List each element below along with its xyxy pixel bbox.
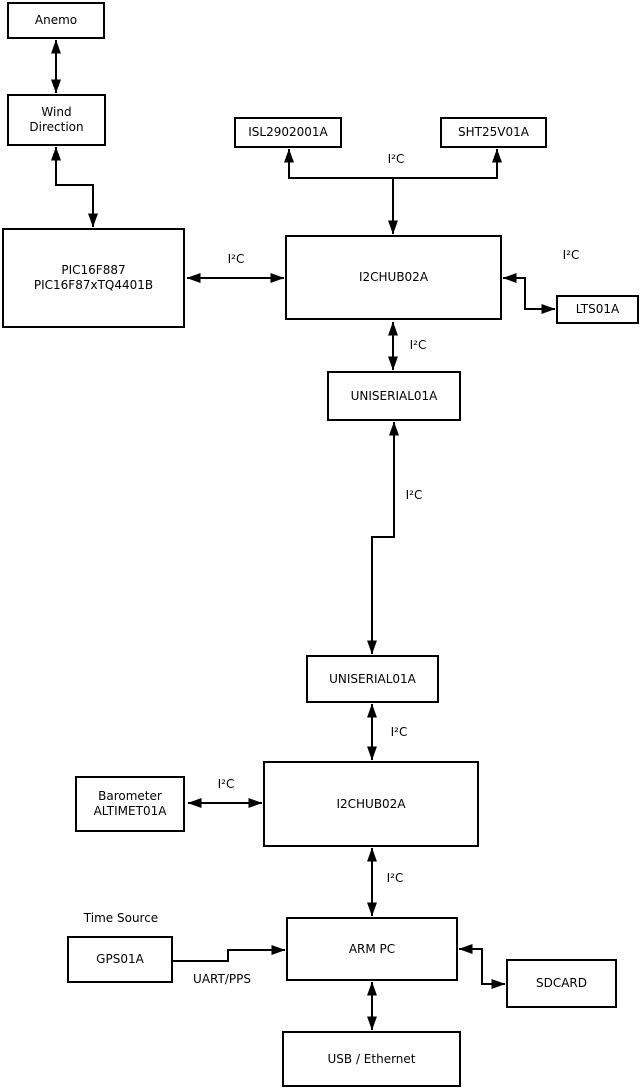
node-sht25v01a-label: SHT25V01A — [458, 125, 529, 139]
label-i2c-hub2-armpc: I²C — [386, 871, 404, 885]
node-sdcard: SDCARD — [506, 959, 617, 1008]
node-barometer-altimet01a: Barometer ALTIMET01A — [75, 776, 185, 832]
node-anemo-label: Anemo — [34, 13, 78, 27]
edge-branch-isl-sht — [284, 148, 502, 179]
node-uniserial01a-2-label: UNISERIAL01A — [329, 671, 416, 686]
node-i2chub02a-1-label: I2CHUB02A — [358, 270, 429, 284]
node-barometer-label-1: Barometer — [98, 789, 162, 803]
node-lts01a-label: LTS01A — [575, 302, 620, 316]
edge-wind-pic — [51, 146, 98, 228]
label-uart-pps: UART/PPS — [193, 972, 251, 986]
node-gps01a: GPS01A — [67, 936, 173, 983]
label-i2c-top-branch: I²C — [387, 152, 405, 166]
edge-armpc-sdcard — [458, 944, 506, 989]
node-arm-pc: ARM PC — [286, 917, 458, 981]
node-sht25v01a: SHT25V01A — [440, 117, 547, 148]
label-i2c-barometer: I²C — [217, 777, 235, 791]
edge-i2chub1-lts — [502, 273, 556, 314]
node-gps01a-label: GPS01A — [96, 952, 144, 966]
node-i2chub02a-2: I2CHUB02A — [263, 761, 479, 847]
node-barometer-label-2: ALTIMET01A — [93, 804, 167, 818]
label-i2c-lts: I²C — [562, 248, 580, 262]
node-uniserial01a-1-label: UNISERIAL01A — [350, 388, 438, 403]
node-pic16f887-label-1: PIC16F887 — [61, 263, 126, 277]
node-i2chub02a-2-label: I2CHUB02A — [336, 796, 406, 811]
node-usb-ethernet: USB / Ethernet — [282, 1031, 461, 1087]
node-pic16f887-label-2: PIC16F87xTQ4401B — [33, 278, 154, 292]
node-isl2902001a-label: ISL2902001A — [248, 125, 328, 139]
node-isl2902001a: ISL2902001A — [234, 117, 342, 148]
label-time-source: Time Source — [83, 911, 159, 925]
node-pic16f887: PIC16F887 PIC16F87xTQ4401B — [2, 228, 185, 328]
node-anemo: Anemo — [7, 2, 105, 39]
node-wind-direction-label-2: Direction — [29, 120, 84, 134]
node-wind-direction: Wind Direction — [7, 94, 106, 146]
edge-uniserial1-uniserial2 — [367, 421, 399, 655]
label-i2c-uniserial-link: I²C — [405, 488, 423, 502]
node-uniserial01a-1: UNISERIAL01A — [327, 371, 461, 421]
node-arm-pc-label: ARM PC — [348, 941, 396, 956]
node-wind-direction-label-1: Wind — [41, 105, 72, 119]
node-lts01a: LTS01A — [556, 295, 639, 324]
node-uniserial01a-2: UNISERIAL01A — [306, 655, 439, 703]
node-usb-ethernet-label: USB / Ethernet — [327, 1051, 416, 1066]
edge-gps-armpc — [173, 945, 286, 962]
label-i2c-uniserial2-hub2: I²C — [390, 725, 408, 739]
label-i2c-pic: I²C — [227, 252, 245, 266]
node-sdcard-label: SDCARD — [535, 976, 588, 990]
label-i2c-hub1-uniserial1: I²C — [409, 338, 427, 352]
node-i2chub02a-1: I2CHUB02A — [285, 235, 502, 320]
